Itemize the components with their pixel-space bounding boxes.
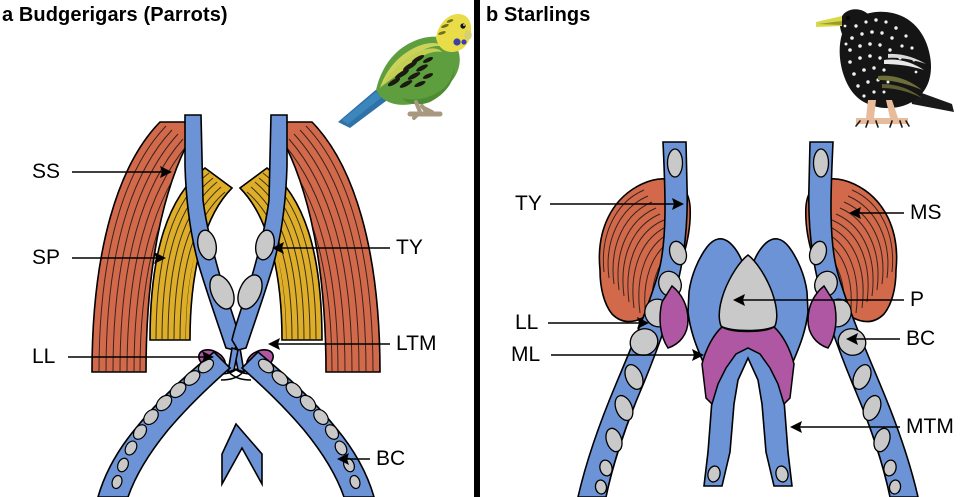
cartilage-lumen (254, 229, 276, 261)
label-ll-b: LL (515, 311, 539, 334)
label-ty-b: TY (515, 192, 542, 215)
leader-arrowheads-b (637, 198, 861, 433)
ty-tympanum-left (184, 114, 246, 374)
ml-medial-labium (701, 326, 795, 406)
label-ltm: LTM (396, 332, 437, 355)
label-p: P (910, 288, 925, 311)
panel-starlings: b Starlings (480, 0, 960, 497)
label-ss: SS (32, 160, 61, 183)
pessulus-complex (687, 238, 809, 487)
panel-a-title: a Budgerigars (Parrots) (2, 4, 228, 26)
label-ml: ML (511, 343, 541, 366)
budgerigar-illustration (332, 2, 472, 132)
label-ms: MS (910, 201, 942, 224)
label-bc-a: BC (376, 447, 406, 470)
ss-muscle-right (270, 121, 381, 373)
panel-b-title: b Starlings (486, 4, 591, 26)
ty-tympanum-right (226, 114, 288, 374)
leader-arrowheads-a (154, 166, 349, 465)
ll-lateral-labium-right (807, 284, 837, 349)
leader-lines-a (68, 171, 390, 460)
panel-divider (474, 0, 480, 497)
ll-lateral-labium-left (659, 284, 689, 349)
p-pessulus (718, 254, 778, 332)
cartilage-lumen (196, 229, 218, 261)
label-ll-a: LL (32, 345, 56, 368)
label-bc-b: BC (906, 327, 936, 350)
cartilage-lumen (237, 274, 263, 310)
leader-lines-b (548, 203, 904, 428)
bc-bronchus-left (97, 350, 232, 497)
central-chevron (221, 422, 263, 488)
panel-budgerigars: a Budgerigars (Parrots) (0, 0, 474, 497)
label-ty-a: TY (396, 236, 423, 259)
sp-muscle-right (238, 167, 323, 341)
label-sp: SP (32, 246, 61, 269)
label-mtm: MTM (906, 415, 954, 438)
cartilage-lumen (209, 274, 235, 310)
starling-illustration (812, 0, 960, 128)
budgerigar-syrinx-diagram (68, 114, 390, 497)
